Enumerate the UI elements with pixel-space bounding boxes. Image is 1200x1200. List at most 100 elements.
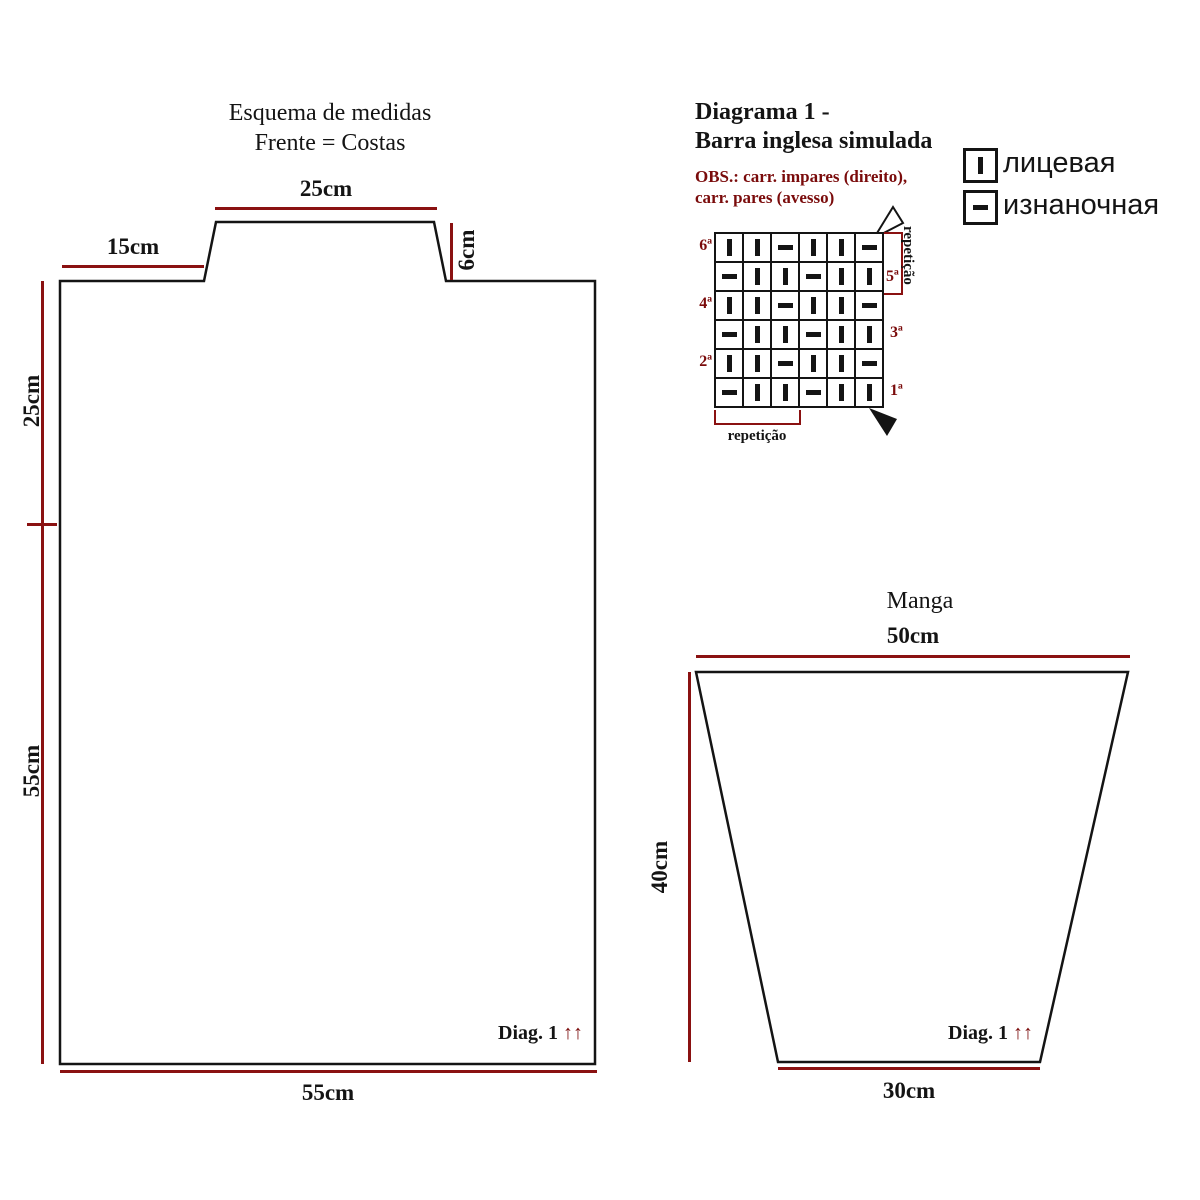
chart-title: Diagrama 1 - Barra inglesa simulada — [695, 98, 995, 156]
chart-row-label-1: 1ª — [890, 382, 903, 399]
knit-stitch-icon — [754, 326, 760, 343]
purl-stitch-icon — [805, 390, 821, 395]
sleeve-height-line — [688, 672, 691, 1062]
chart-cell — [828, 292, 854, 319]
chart-cell — [772, 379, 798, 406]
stitch-repeat-label: repetição — [727, 428, 787, 444]
purl-stitch-icon — [861, 303, 877, 308]
purl-stitch-icon — [805, 274, 821, 279]
chart-cell — [828, 350, 854, 377]
chart-row-label-5: 5ª — [886, 268, 899, 285]
chart-cell — [828, 321, 854, 348]
chart-cell — [772, 321, 798, 348]
chart-note-line2: carr. pares (avesso) — [695, 188, 835, 207]
front-back-diag-arrows: ↑↑ — [563, 1022, 583, 1044]
chart-cell — [744, 379, 770, 406]
knit-stitch-icon — [782, 384, 788, 401]
chart-cell — [856, 379, 882, 406]
chart-cell — [800, 379, 826, 406]
front-back-title-line2: Frente = Costas — [254, 130, 406, 156]
neck-width-label: 25cm — [299, 176, 353, 201]
knit-stitch-icon — [810, 297, 816, 314]
knit-stitch-icon — [866, 268, 872, 285]
knit-stitch-icon — [754, 268, 760, 285]
row-repeat-label: repetição — [900, 226, 916, 285]
purl-legend-label: изнаночная — [1003, 189, 1160, 221]
chart-cell — [828, 234, 854, 261]
knit-stitch-icon — [838, 239, 844, 256]
front-back-title: Esquema de medidas Frente = Costas — [160, 98, 500, 158]
chart-row-label-3: 3ª — [890, 324, 903, 341]
purl-stitch-icon — [777, 245, 793, 250]
chart-cell — [744, 321, 770, 348]
chart-cell — [828, 379, 854, 406]
knit-stitch-icon — [978, 157, 983, 174]
chart-cell — [772, 234, 798, 261]
knit-stitch-icon — [782, 326, 788, 343]
chart-direction-arrow-bottom — [869, 408, 897, 436]
knit-stitch-icon — [866, 384, 872, 401]
knit-stitch-icon — [726, 239, 732, 256]
sleeve-bottom-width-label: 30cm — [882, 1078, 936, 1103]
chart-note: OBS.: carr. impares (direito), carr. par… — [695, 166, 995, 208]
chart-cell — [744, 234, 770, 261]
neck-depth-label: 6cm — [454, 229, 479, 271]
chart-direction-arrow-top — [871, 205, 905, 241]
chart-cell — [856, 350, 882, 377]
chart-cell — [772, 350, 798, 377]
side-lower-label: 55cm — [19, 744, 44, 798]
chart-cell — [856, 234, 882, 261]
purl-stitch-icon — [861, 361, 877, 366]
shoulder-width-line — [62, 265, 204, 268]
knit-stitch-icon — [838, 297, 844, 314]
knit-stitch-icon — [726, 355, 732, 372]
chart-cell — [800, 263, 826, 290]
side-measure-tick — [27, 523, 57, 526]
sleeve-title: Manga — [886, 588, 954, 614]
chart-cell — [772, 292, 798, 319]
front-back-diag-ref: Diag. 1 ↑↑ — [498, 1022, 583, 1045]
chart-cell — [856, 292, 882, 319]
chart-cell — [800, 234, 826, 261]
chart-cell — [772, 263, 798, 290]
knit-stitch-icon — [838, 268, 844, 285]
knitting-chart-grid — [714, 232, 884, 408]
chart-cell — [716, 292, 742, 319]
bottom-width-line — [60, 1070, 597, 1073]
purl-legend-box — [963, 190, 998, 225]
chart-cell — [744, 263, 770, 290]
sleeve-bottom-width-line — [778, 1067, 1040, 1070]
knit-stitch-icon — [838, 355, 844, 372]
knit-stitch-icon — [810, 355, 816, 372]
chart-row-label-2: 2ª — [699, 353, 712, 370]
neck-depth-line — [450, 223, 453, 280]
chart-cell — [800, 292, 826, 319]
front-back-outline — [58, 220, 597, 1066]
chart-title-line1: Diagrama 1 - — [695, 99, 830, 125]
chart-cell — [716, 234, 742, 261]
chart-cell — [744, 292, 770, 319]
purl-stitch-icon — [973, 205, 988, 210]
sleeve-height-label: 40cm — [647, 840, 672, 894]
chart-cell — [856, 263, 882, 290]
sleeve-top-width-label: 50cm — [886, 623, 940, 648]
stitch-repeat-bracket — [714, 410, 801, 425]
sleeve-diag-arrows: ↑↑ — [1013, 1022, 1033, 1044]
sleeve-diag-text: Diag. 1 — [948, 1022, 1008, 1044]
purl-stitch-icon — [861, 245, 877, 250]
knit-stitch-icon — [754, 355, 760, 372]
chart-cell — [856, 321, 882, 348]
bottom-width-label: 55cm — [301, 1080, 355, 1105]
knit-stitch-icon — [838, 384, 844, 401]
shoulder-width-label: 15cm — [106, 234, 160, 259]
chart-cell — [716, 263, 742, 290]
chart-cell — [716, 350, 742, 377]
sleeve-outline — [694, 670, 1130, 1064]
knit-stitch-icon — [782, 268, 788, 285]
neck-width-line — [215, 207, 437, 210]
knit-legend-label: лицевая — [1003, 147, 1116, 179]
knit-stitch-icon — [810, 239, 816, 256]
knit-stitch-icon — [838, 326, 844, 343]
chart-row-label-6: 6ª — [699, 237, 712, 254]
knit-stitch-icon — [754, 239, 760, 256]
